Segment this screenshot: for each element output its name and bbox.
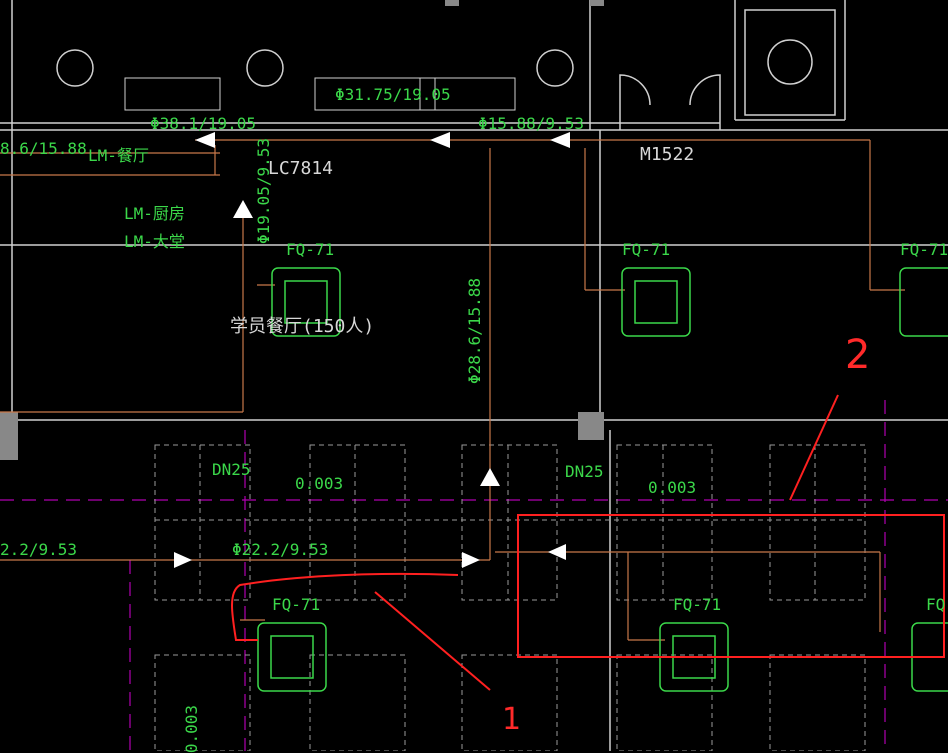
red-markup <box>231 394 945 691</box>
door-label: M1522 <box>640 144 695 165</box>
grid-lines <box>0 400 948 751</box>
pipe-label-6: Φ28.6/15.88 <box>465 278 484 384</box>
ceiling-grid <box>154 444 866 751</box>
markup-number-1: 1 <box>502 702 522 737</box>
pipes <box>0 139 905 641</box>
pipe-label-3: Φ15.88/9.53 <box>478 114 584 133</box>
lm-dining-label: LM-餐厅 <box>88 146 149 165</box>
unit-label-6: FQ <box>926 595 946 614</box>
pipe-label-4: 8.6/15.88 <box>0 139 87 158</box>
dn-label-2: DN25 <box>565 462 604 481</box>
slope-label-3: 0.003 <box>182 705 201 753</box>
unit-label-4: FQ-71 <box>272 595 321 614</box>
slope-label-2: 0.003 <box>648 478 697 497</box>
pipe-label-7: Φ22.2/9.53 <box>232 540 329 559</box>
flow-arrows <box>174 132 570 568</box>
markup-number-2: 2 <box>845 332 871 378</box>
pipe-label-1: Φ38.1/19.05 <box>150 114 256 133</box>
pipe-label-5: Φ19.05/9.53 <box>254 138 273 244</box>
pipe-label-2: Φ31.75/19.05 <box>335 85 451 104</box>
pipe-label-8: 2.2/9.53 <box>0 540 78 559</box>
unit-label-2: FQ-71 <box>622 240 671 259</box>
dn-label-1: DN25 <box>212 460 251 479</box>
unit-label-5: FQ-71 <box>673 595 722 614</box>
columns <box>0 0 604 460</box>
window-label: LC7814 <box>268 158 334 179</box>
unit-label-3: FQ-71 <box>900 240 948 259</box>
room-label: 学员餐厅(150人) <box>230 316 375 337</box>
unit-label-1: FQ-71 <box>286 240 335 259</box>
lm-kitchen-label: LM-厨房 <box>124 204 185 223</box>
lm-lobby-label: LM-大堂 <box>124 232 185 251</box>
top-outlets <box>124 77 516 111</box>
slope-label-1: 0.003 <box>295 474 344 493</box>
